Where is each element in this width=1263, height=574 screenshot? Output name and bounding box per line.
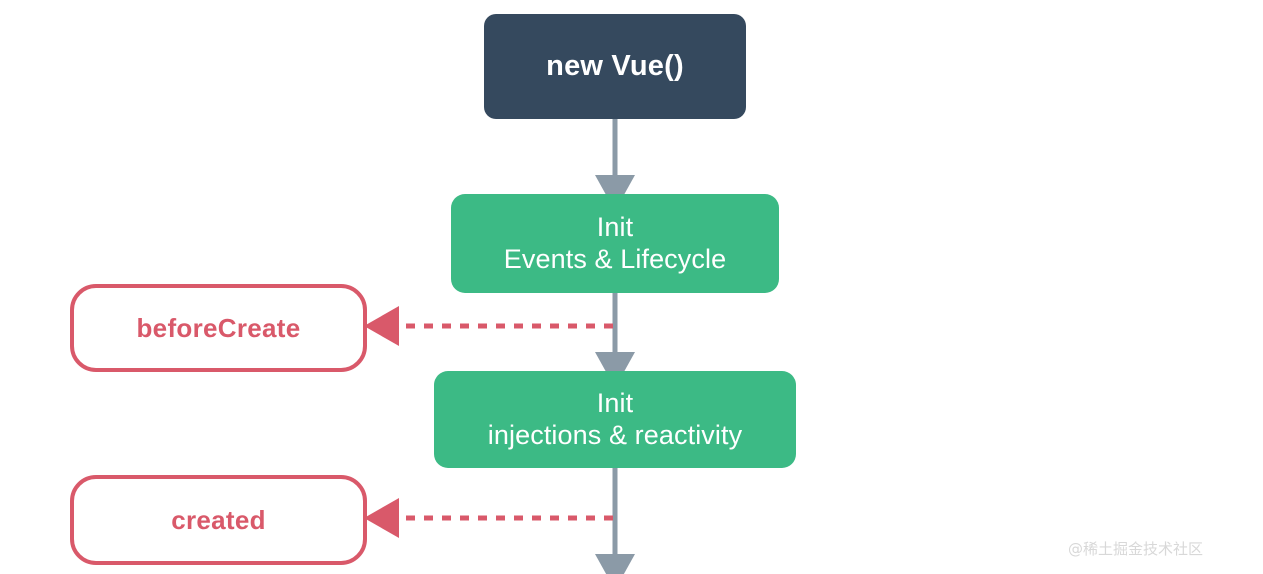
node-init-events-lifecycle-line1: Init [596, 211, 634, 242]
node-init-injections-reactivity[interactable]: Init injections & reactivity [434, 371, 796, 468]
node-new-vue[interactable]: new Vue() [484, 14, 746, 119]
node-hook-before-create-label: beforeCreate [136, 312, 301, 343]
node-init-injections-reactivity-text: Init injections & reactivity [488, 388, 742, 452]
node-hook-created-label: created [171, 504, 266, 535]
node-hook-created[interactable]: created [70, 475, 367, 565]
watermark: @稀土掘金技术社区 [1068, 540, 1204, 558]
node-init-events-lifecycle-line2: Events & Lifecycle [503, 243, 727, 274]
node-init-events-lifecycle-text: Init Events & Lifecycle [504, 212, 726, 276]
node-init-injections-reactivity-line2: injections & reactivity [487, 419, 743, 450]
node-init-injections-reactivity-line1: Init [596, 387, 634, 418]
node-new-vue-label: new Vue() [546, 50, 684, 83]
node-init-events-lifecycle[interactable]: Init Events & Lifecycle [451, 194, 779, 293]
node-hook-before-create[interactable]: beforeCreate [70, 284, 367, 372]
